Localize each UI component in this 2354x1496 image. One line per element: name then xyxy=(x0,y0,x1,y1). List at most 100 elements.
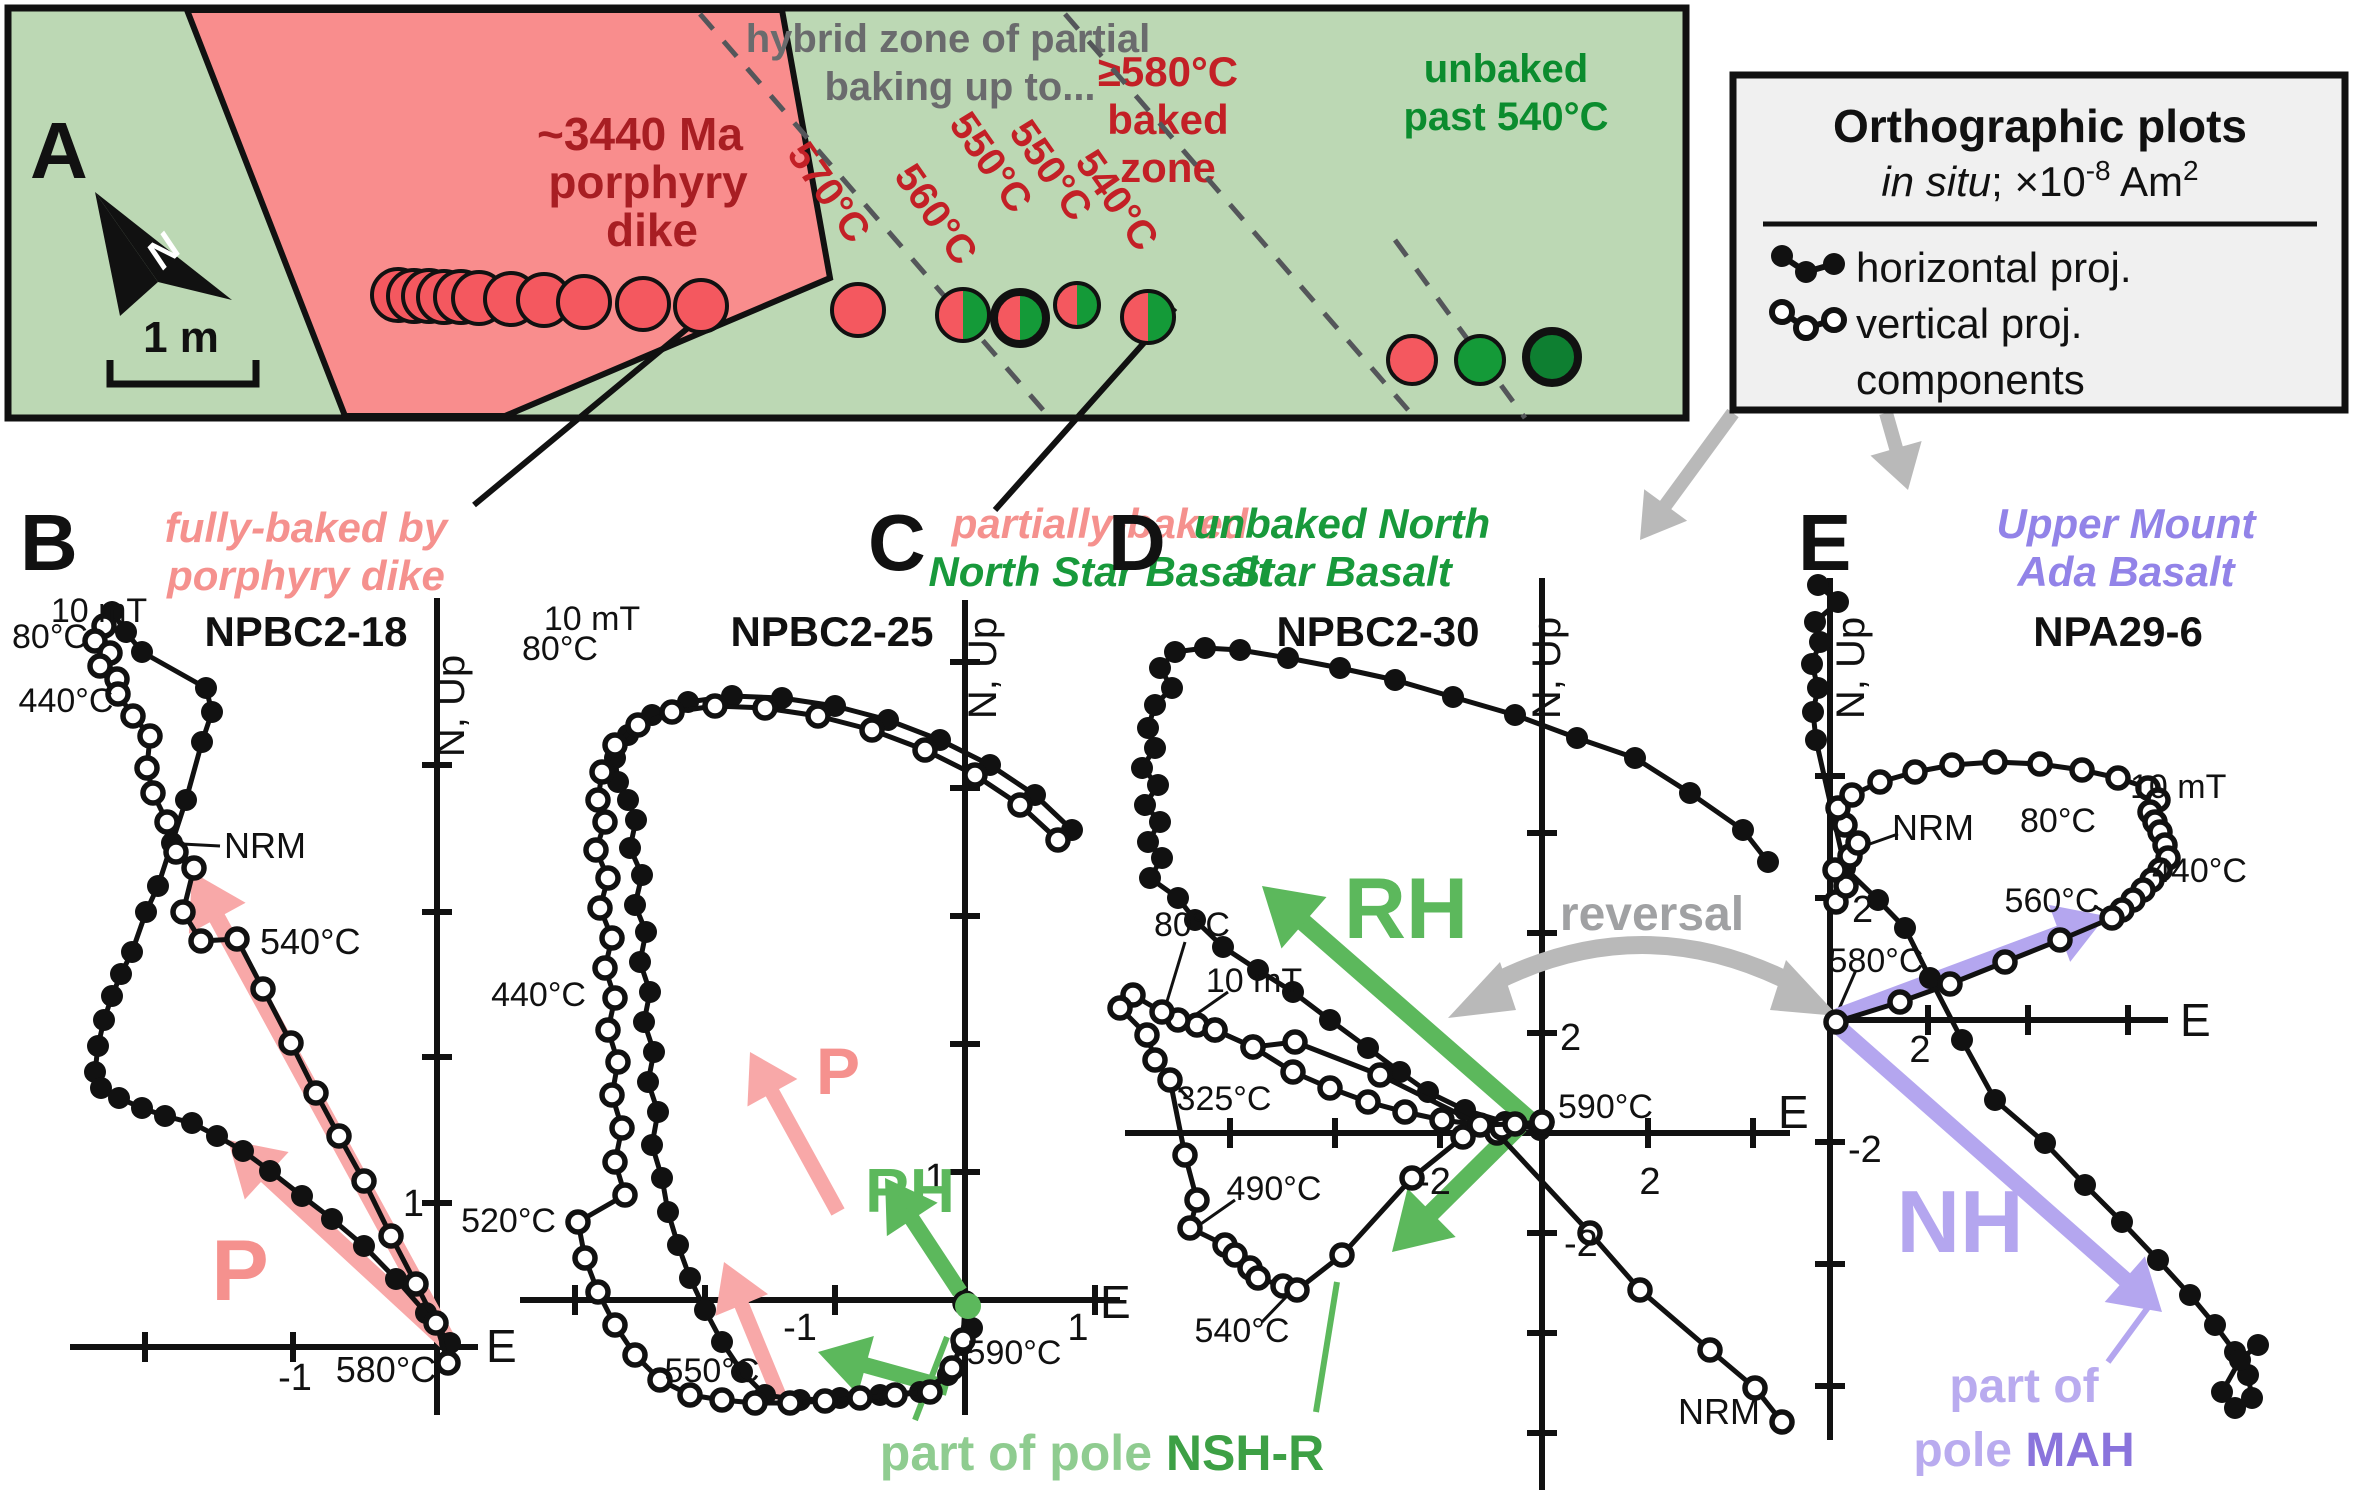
vertical-proj-point xyxy=(303,1080,329,1106)
horizontal-proj-point xyxy=(87,1035,109,1057)
horizontal-proj-point xyxy=(115,621,137,643)
zone-boundary-dashed-line xyxy=(1063,12,1417,420)
vertical-proj-point xyxy=(677,1382,703,1408)
d-axis-NUp: N, Up xyxy=(1525,617,1569,719)
reversal-arrow xyxy=(1448,936,1838,1018)
horizontal-proj-point xyxy=(633,1011,655,1033)
vertical-proj-point xyxy=(1392,1099,1418,1125)
component-arrow-head xyxy=(188,872,246,934)
vertical-proj-point xyxy=(2069,757,2095,783)
baked-zone-line1: ≥580°C xyxy=(1098,48,1238,95)
vertical-proj-point xyxy=(1282,1029,1308,1055)
vertical-proj-point xyxy=(859,717,885,743)
b-label-440C: 440°C xyxy=(19,682,114,720)
legend-am: Am xyxy=(2111,158,2183,205)
horizontal-proj-point xyxy=(1804,611,1826,633)
c-component-P: P xyxy=(816,1034,860,1108)
e-pole-name: MAH xyxy=(2025,1424,2134,1477)
horizontal-proj-point xyxy=(1319,1009,1341,1031)
vertical-proj-point xyxy=(1823,1009,1849,1035)
component-arrow-head xyxy=(1262,886,1327,949)
c-label-10mT: 10 mT xyxy=(544,600,640,638)
zone-boundary-dashed-line xyxy=(1392,238,1528,420)
scale-bar xyxy=(106,360,260,388)
horizontal-proj-point xyxy=(1137,831,1159,853)
vertical-proj-point xyxy=(423,1310,449,1336)
vertical-proj-point xyxy=(1284,1277,1310,1303)
horizontal-proj-icon xyxy=(1771,245,1845,283)
vertical-proj-point xyxy=(585,1279,611,1305)
horizontal-proj-point xyxy=(624,894,646,916)
horizontal-proj-point xyxy=(2247,1334,2269,1356)
vertical-proj-point xyxy=(602,732,628,758)
component-arrow-shaft xyxy=(763,1085,845,1216)
vertical-proj-point xyxy=(1577,1220,1603,1246)
horizontal-proj-point xyxy=(635,921,657,943)
d-tick-minus2n: -2 xyxy=(1564,1223,1598,1265)
vertical-proj-point xyxy=(2105,765,2131,791)
horizontal-proj-point xyxy=(2111,1211,2133,1233)
horizontal-proj-point xyxy=(1329,657,1351,679)
vertical-proj-point xyxy=(2099,905,2125,931)
horizontal-proj-point xyxy=(1984,1089,2006,1111)
vertical-proj-point xyxy=(1467,1112,1493,1138)
horizontal-proj-point xyxy=(631,864,653,886)
vertical-proj-point xyxy=(1902,759,1928,785)
dike-label-line2: porphyry xyxy=(548,156,748,208)
c-label-80C: 80°C xyxy=(522,630,598,668)
horizontal-proj-point xyxy=(619,837,641,859)
panel-c-sample: NPBC2-25 xyxy=(730,608,933,655)
vertical-proj-point xyxy=(224,926,250,952)
horizontal-proj-point xyxy=(1389,1061,1411,1083)
component-arrow-head xyxy=(1870,440,1922,490)
vertical-proj-point xyxy=(742,1390,768,1416)
horizontal-proj-point xyxy=(1194,637,1216,659)
horizontal-proj-point xyxy=(1149,811,1171,833)
horizontal-proj-point xyxy=(617,789,639,811)
vertical-proj-point xyxy=(917,1379,943,1405)
horizontal-proj-point xyxy=(1147,774,1169,796)
panel-d-sample: NPBC2-30 xyxy=(1276,608,1479,655)
horizontal-proj-point xyxy=(1131,757,1153,779)
vertical-proj-point xyxy=(1142,1047,1168,1073)
vertical-proj-point xyxy=(805,703,831,729)
sample-circle-red xyxy=(673,278,729,334)
d-tick-2e: 2 xyxy=(1639,1161,1660,1203)
vertical-proj-point xyxy=(1992,949,2018,975)
vertical-proj-point xyxy=(87,653,113,679)
vertical-proj-point xyxy=(599,925,625,951)
legend-exp: -8 xyxy=(2086,155,2111,186)
horizontal-proj-point xyxy=(131,1097,153,1119)
d-component-RH: RH xyxy=(1344,861,1468,957)
sample-circle-red xyxy=(615,276,671,332)
d-label-10mT: 10 mT xyxy=(1206,962,1302,1000)
horizontal-proj-point xyxy=(206,1125,228,1147)
panel-letter-B: B xyxy=(20,498,78,587)
component-arrow-head xyxy=(885,1178,938,1237)
legend-box: Orthographic plots in situ; ×10-8 Am2 ho… xyxy=(1729,71,2349,414)
horizontal-proj-point xyxy=(1809,631,1831,653)
c-component-RH: RH xyxy=(865,1157,955,1226)
horizontal-proj-point xyxy=(321,1208,343,1230)
vertical-proj-point xyxy=(1367,1062,1393,1088)
horizontal-proj-point xyxy=(1212,936,1234,958)
horizontal-proj-point xyxy=(108,1087,130,1109)
c-label-590C: 590°C xyxy=(967,1334,1062,1372)
d-label-540C: 540°C xyxy=(1195,1312,1290,1350)
map-panel: N 1 m ~3440 Ma porphyry dike ≥580°C bake… xyxy=(4,4,1690,422)
leader-line xyxy=(181,842,221,848)
horizontal-proj-point xyxy=(135,901,157,923)
d-label-80C: 80°C xyxy=(1154,906,1230,944)
horizontal-proj-point xyxy=(2204,1314,2226,1336)
e-axis-E: E xyxy=(2180,994,2211,1046)
horizontal-proj-point xyxy=(291,1185,313,1207)
component-arrow-shaft xyxy=(1657,408,1739,513)
horizontal-proj-point xyxy=(259,1160,281,1182)
vertical-proj-point xyxy=(134,755,160,781)
b-label-540C: 540°C xyxy=(260,921,360,962)
vertical-proj-point xyxy=(105,681,131,707)
vertical-proj-point xyxy=(812,1388,838,1414)
horizontal-proj-point xyxy=(1247,959,1269,981)
sample-circle-red xyxy=(556,274,612,330)
